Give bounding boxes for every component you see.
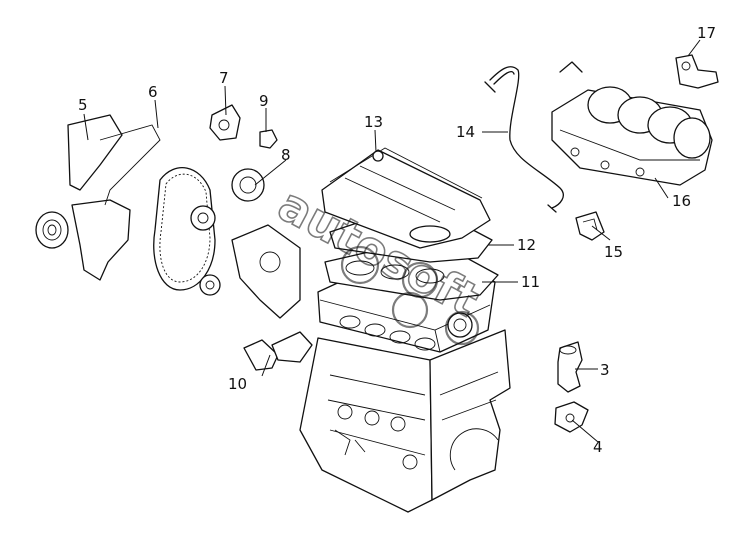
callout-16: 16 [672, 192, 691, 210]
callout-7: 7 [219, 69, 229, 87]
valve-cover [321, 147, 491, 249]
cam-sprocket [190, 168, 265, 296]
callout-10: 10 [228, 375, 247, 393]
idler-bracket [209, 104, 241, 141]
callout-3: 3 [600, 361, 610, 379]
callout-17: 17 [697, 24, 716, 42]
water-outlet [557, 341, 583, 393]
leader-lines [83, 39, 701, 443]
callout-9: 9 [259, 92, 269, 110]
callout-14: 14 [456, 123, 475, 141]
callout-labels: 3 4 5 6 7 8 9 10 11 12 13 14 15 16 17 [78, 24, 716, 456]
callout-5: 5 [78, 96, 88, 114]
crank-pulley [35, 211, 69, 249]
callout-15: 15 [604, 243, 623, 261]
breather-hose [484, 66, 564, 213]
callout-6: 6 [148, 83, 158, 101]
callout-12: 12 [517, 236, 536, 254]
manifold-gasket [575, 211, 605, 241]
rear-timing-cover [231, 224, 301, 319]
intake-manifold [551, 61, 713, 186]
callout-4: 4 [593, 438, 603, 456]
thermostat-housing [243, 331, 313, 371]
map-sensor [675, 54, 719, 89]
callout-8: 8 [281, 146, 291, 164]
nut [259, 129, 278, 149]
outlet-flange [554, 401, 589, 433]
callout-11: 11 [521, 273, 540, 291]
front-timing-cover [67, 114, 161, 281]
callout-13: 13 [364, 113, 383, 131]
engine-block [299, 329, 511, 513]
